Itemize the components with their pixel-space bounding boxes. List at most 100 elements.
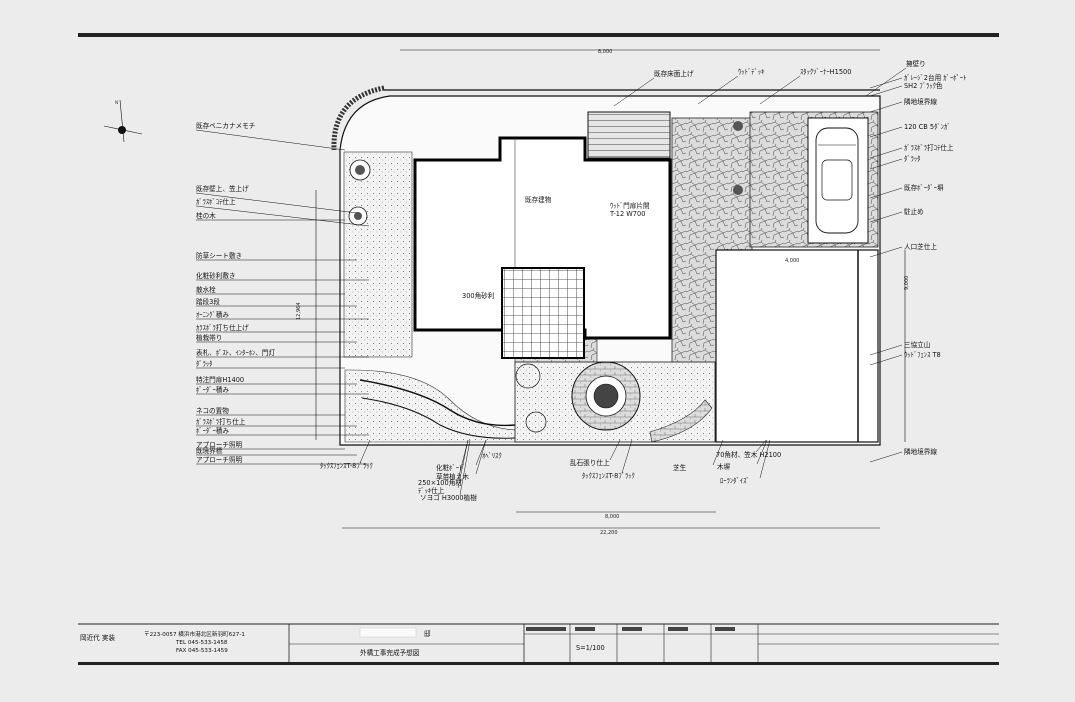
annotation-label: 化粧ﾎﾞｰﾄﾞ: [436, 463, 466, 472]
annotation-label: ﾛｰﾗﾝﾀﾞｲｽﾞ: [720, 477, 750, 485]
annotation-label: アプローチ照明: [196, 456, 243, 464]
car-icon: [815, 127, 859, 234]
annotation-label: ﾎﾞｰﾀﾞｰ積み: [196, 385, 229, 394]
leader-line: [621, 439, 633, 474]
annotation-label: ﾀﾞﾗｯﾀ: [196, 360, 212, 368]
annotation-label: ｶﾞﾚｰｼﾞ2台用 ｶﾞｰﾎﾟｰﾄ: [904, 73, 966, 82]
annotation-label: ｶﾞﾗｽﾎﾞﾗ打ち仕上: [196, 417, 246, 426]
wood-deck: [587, 111, 671, 159]
annotation-label: 乱石張り仕上: [570, 458, 610, 467]
annotation-label: 300角砂利: [462, 291, 495, 300]
annotation-label: 木塀: [717, 462, 731, 471]
leader-line: [869, 354, 903, 366]
leader-line: [475, 439, 487, 475]
annotation-label: 隣地境界線: [904, 447, 937, 456]
annotation-label: 踏段3段: [196, 297, 220, 306]
artificial-turf: [715, 249, 879, 443]
leader-line: [755, 439, 767, 453]
annotation-label: 既存ベニカナメモチ: [196, 121, 256, 130]
annotation-label: 植栽帯り: [196, 333, 222, 342]
annotation-label: ｶﾗｽﾎﾞﾗ打ち仕上げ: [196, 323, 249, 332]
title-block: 岡近代 実装 〒223-0057 横浜市港北区新羽町627-1 TEL 045-…: [78, 623, 999, 662]
leader-line: [869, 158, 903, 170]
annotation-label: 既存床面上げ: [654, 69, 694, 78]
annotation-label: 120 CB 5ﾀﾞﾝｶﾞ: [904, 123, 951, 131]
existing-building: [413, 136, 672, 340]
annotation-label: 特注門扉H1400: [196, 375, 244, 384]
leader-line: [759, 75, 801, 105]
annotation-label: 70角材、笠木 H2100: [716, 450, 781, 459]
annotation-label: ｶﾞﾗｽﾎﾞｺﾃ仕上: [196, 197, 236, 206]
dim-right-lower: 9,000: [904, 276, 910, 290]
drawing-title: 外構工事完成予想図: [360, 648, 420, 657]
leader-line: [195, 129, 346, 151]
leader-line: [869, 126, 903, 138]
scale: S=1/100: [576, 644, 605, 652]
annotation-label: 隣地境界線: [904, 97, 937, 106]
annotation-label: 人口芝仕上: [904, 242, 937, 251]
leader-line: [869, 147, 903, 159]
annotation-label: 化粧砂利敷き: [196, 271, 236, 280]
leader-line: [697, 75, 739, 105]
leader-line: [195, 192, 358, 214]
bottom-border: [78, 662, 999, 665]
annotation-label: 250×100角材: [418, 478, 462, 487]
annotation-label: 既存ﾎﾞｰﾀﾞｰ塀: [904, 183, 944, 192]
annotation-label: ﾎﾞｰﾀﾞｰ積み: [196, 426, 229, 435]
leader-line: [457, 439, 469, 489]
leader-line: [869, 85, 903, 97]
tree-icon: [348, 121, 743, 433]
annotation-label: ｶﾞﾗｽﾎﾞﾗ打ｺﾃ仕上: [904, 143, 954, 152]
annotation-label: ｽﾀｯｸｿﾞｰﾅｰH1500: [800, 68, 851, 76]
annotation-label: ネコの置物: [196, 406, 229, 415]
annotation-label: アプローチ照明: [196, 441, 243, 449]
annotations-top: 既存床面上げｳｯﾄﾞﾃﾞｯｷｽﾀｯｸｿﾞｰﾅｰH1500擁壁り: [613, 59, 926, 107]
dim-right-upper: 4,000: [785, 258, 799, 264]
leader-line: [613, 77, 655, 107]
leader-line: [865, 67, 907, 97]
annotation-label: 散水栓: [196, 285, 216, 294]
annotation-label: ﾀｯｸｽﾌｪﾝｽT-8ﾌﾞﾗｯｸ: [320, 462, 373, 470]
annotation-label: T-12 W700: [609, 210, 645, 218]
dim-lower-width: 8,000: [605, 514, 619, 520]
annotation-label: 既存壁上、笠上げ: [196, 184, 249, 193]
annotation-label: ﾃﾞｯｷ仕上: [418, 486, 445, 495]
dim-overall-width: 22,200: [600, 530, 618, 536]
company-tel: TEL 045-533-1458: [175, 640, 228, 646]
annotation-label: SH2 ﾌﾞﾗｯｸ色: [904, 81, 943, 90]
annotation-label: ｵﾍﾞﾘｽｸ: [482, 452, 502, 460]
left-garden-gravel: [343, 151, 413, 358]
leader-line: [457, 439, 469, 481]
annotation-label: ｳｯﾄﾞﾌｪﾝｽ T8: [904, 351, 941, 359]
leader-line: [869, 451, 903, 463]
building-label: 既存建物: [525, 195, 552, 204]
owner-suffix: 邸: [424, 630, 431, 638]
leader-line: [359, 439, 371, 464]
leader-line: [869, 187, 903, 199]
leader-line: [869, 246, 903, 258]
leader-line: [712, 439, 724, 466]
leader-line: [475, 439, 487, 466]
annotation-label: ﾀｯｸｽﾌｪﾝｽT-8ﾌﾞﾗｯｸ: [582, 472, 635, 480]
company-fax: FAX 045-533-1459: [176, 648, 228, 654]
tile-patio: [501, 267, 585, 359]
annotation-label: 防草シート敷き: [196, 251, 242, 260]
leader-line: [609, 439, 621, 461]
annotation-label: ｵｰﾆﾝｸﾞ積み: [196, 310, 229, 319]
annotation-label: 草苗植え木: [436, 472, 469, 481]
annotation-label: 桂の木: [196, 211, 216, 220]
leader-line: [869, 77, 903, 89]
annotation-label: 駐止め: [904, 207, 924, 216]
leader-line: [195, 205, 370, 227]
company-address: 〒223-0057 横浜市港北区新羽町627-1: [144, 630, 245, 638]
annotation-label: ｳｯﾄﾞ門扉片開: [610, 201, 650, 210]
annotations-bottom: ﾀｯｸｽﾌｪﾝｽT-8ﾌﾞﾗｯｸ 化粧ﾎﾞｰﾄﾞ草苗植え木250×100角材ﾃﾞｯ…: [320, 439, 781, 502]
top-border: [78, 33, 999, 37]
annotation-label: ﾀﾞﾗｯﾀ: [904, 155, 920, 163]
annotation-label: 既境界標: [196, 446, 223, 455]
north-arrow-icon: N: [103, 99, 143, 143]
